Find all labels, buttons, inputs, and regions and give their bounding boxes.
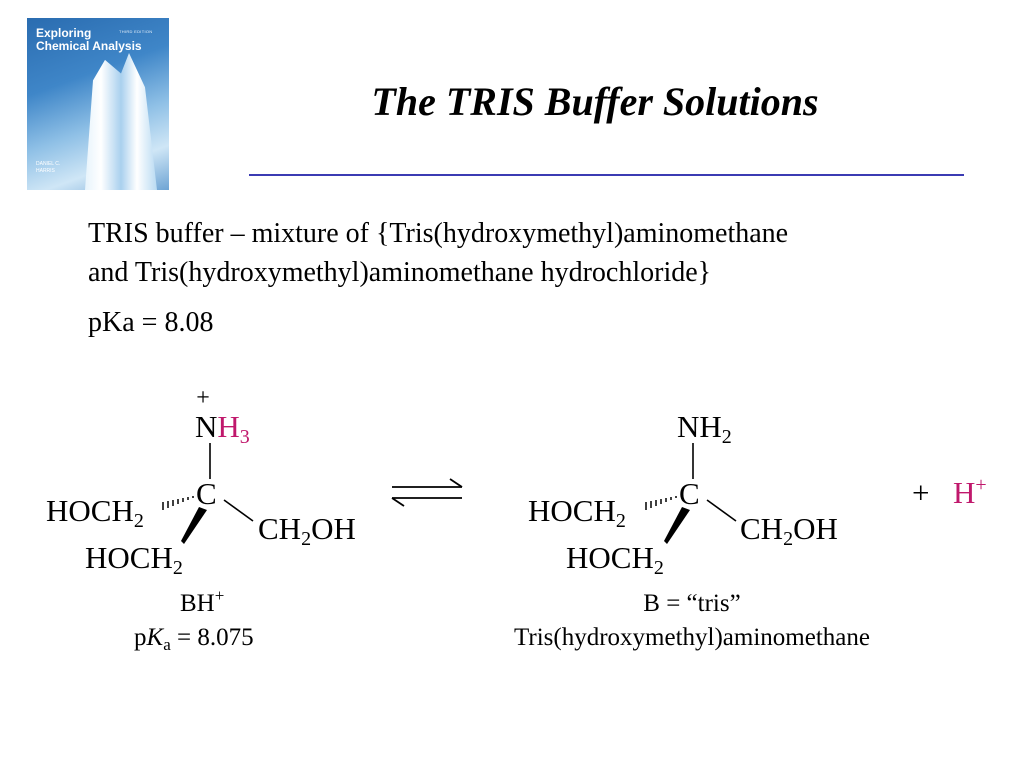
cover-author: DANIEL C. HARRIS bbox=[36, 161, 61, 174]
acid-hoch2-bottom: HOCH2 bbox=[85, 540, 183, 579]
acid-hashed-wedge-bond bbox=[162, 496, 194, 510]
base-hashed-wedge-bond bbox=[645, 496, 677, 510]
base-solid-wedge-bond bbox=[664, 507, 690, 544]
base-iupac-name: Tris(hydroxymethyl)aminomethane bbox=[514, 624, 870, 651]
base-ch2oh: CH2OH bbox=[740, 511, 838, 550]
base-c-ch2oh-bond bbox=[706, 499, 737, 522]
acid-structure: + NH3 C HOCH2 CH2OH HOCH2 BH+ pKa = 8.07… bbox=[46, 385, 356, 654]
cover-edition: THIRD EDITION bbox=[119, 29, 153, 34]
base-structure: NH2 C HOCH2 CH2OH HOCH2 B = “tris” Tris(… bbox=[514, 409, 870, 651]
acid-nitrogen-label: NH3 bbox=[195, 409, 250, 448]
acid-c-ch2oh-bond bbox=[223, 499, 254, 522]
book-cover-image: Exploring Chemical Analysis THIRD EDITIO… bbox=[27, 18, 169, 190]
acid-label-bh-plus: BH+ bbox=[180, 586, 224, 617]
description-line-1: TRIS buffer – mixture of {Tris(hydroxyme… bbox=[88, 218, 789, 249]
plus-sign: + bbox=[912, 475, 929, 510]
acid-central-carbon: C bbox=[196, 476, 217, 511]
cover-title: Exploring Chemical Analysis bbox=[36, 26, 142, 53]
acid-hoch2-left: HOCH2 bbox=[46, 493, 144, 532]
base-label-tris: B = “tris” bbox=[643, 590, 740, 617]
pka-statement: pKa = 8.08 bbox=[88, 307, 214, 338]
equilibrium-arrows bbox=[391, 478, 463, 507]
base-hoch2-left: HOCH2 bbox=[528, 493, 626, 532]
nitrogen-plus-charge: + bbox=[196, 385, 210, 411]
base-nh2-label: NH2 bbox=[677, 409, 732, 448]
tris-description: TRIS buffer – mixture of {Tris(hydroxyme… bbox=[88, 214, 988, 292]
base-hoch2-bottom: HOCH2 bbox=[566, 540, 664, 579]
acid-pka-value: pKa = 8.075 bbox=[134, 624, 254, 654]
description-line-2: and Tris(hydroxymethyl)aminomethane hydr… bbox=[88, 257, 712, 288]
title-underline bbox=[249, 174, 964, 176]
proton-label: H+ bbox=[953, 474, 987, 510]
acid-solid-wedge-bond bbox=[181, 507, 207, 544]
acid-ch2oh: CH2OH bbox=[258, 511, 356, 550]
base-central-carbon: C bbox=[679, 476, 700, 511]
slide-title: The TRIS Buffer Solutions bbox=[371, 79, 819, 124]
